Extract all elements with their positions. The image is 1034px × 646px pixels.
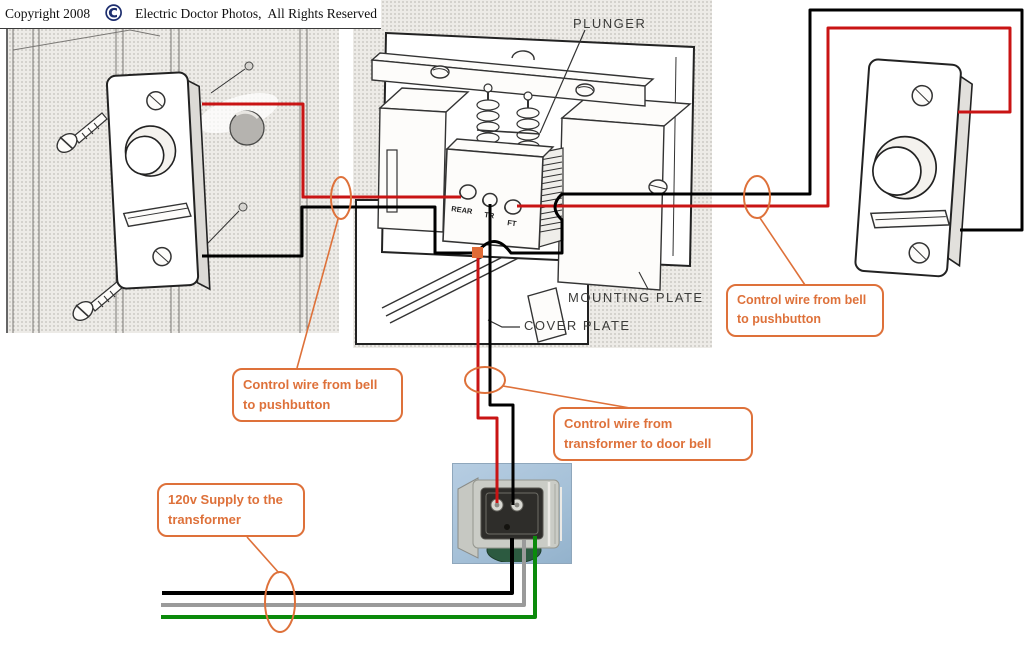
wire-marker-ellipse-transformer: [464, 366, 506, 394]
callout-right-control-wire: Control wire from bell to pushbutton: [726, 284, 884, 337]
wire-marker-ellipse-right: [743, 175, 771, 219]
copyright-bar: Copyright 2008 © Electric Doctor Photos,…: [0, 0, 381, 29]
right-pushbutton-drawing: [854, 58, 973, 278]
callout-transformer-wire: Control wire from transformer to door be…: [553, 407, 753, 462]
wire-marker-ellipse-supply: [264, 571, 296, 633]
callout-120v-supply: 120v Supply to the transformer: [157, 483, 305, 538]
screw-icon: [911, 84, 933, 107]
button-ring: [873, 135, 938, 200]
screw-icon: [908, 242, 930, 264]
copyright-symbol-icon: ©: [102, 0, 126, 27]
callout-left-control-wire: Control wire from bell to pushbutton: [232, 368, 403, 423]
transformer-photo: [452, 463, 572, 564]
pushbutton-side-face: [945, 73, 973, 268]
mounting-plate-label: MOUNTING PLATE: [568, 290, 704, 305]
callout-leader-right: [759, 217, 806, 286]
pushbutton-plate: [854, 58, 962, 278]
left-pushbutton-panel: [6, 28, 339, 333]
callout-leader-supply: [246, 536, 280, 574]
plunger-label: PLUNGER: [573, 16, 647, 31]
callout-leader-transformer: [502, 385, 631, 409]
button-cap: [872, 146, 922, 196]
copyright-rights-text: Electric Doctor Photos, All Rights Reser…: [135, 6, 377, 21]
name-slot: [869, 209, 951, 229]
cover-plate-label: COVER PLATE: [524, 318, 631, 333]
copyright-year-text: Copyright 2008: [5, 6, 91, 21]
